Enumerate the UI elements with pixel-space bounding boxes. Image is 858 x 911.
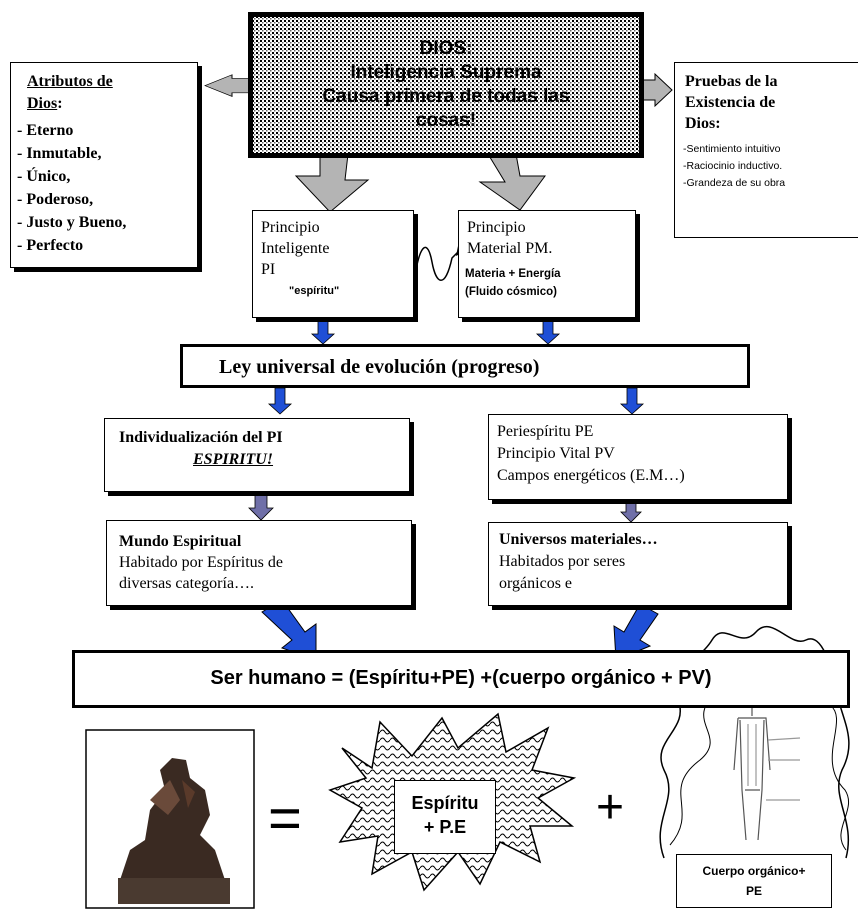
pm-line-1: Principio bbox=[467, 219, 526, 236]
peri-line-2: Principio Vital PV bbox=[497, 445, 615, 462]
pi-line-4: "espíritu" bbox=[289, 285, 340, 297]
attributes-title-1: Atributos de bbox=[27, 73, 113, 90]
attribute-item: - Único, bbox=[17, 168, 71, 185]
proof-item: -Raciocinio inductivo. bbox=[683, 160, 783, 172]
proofs-box: Pruebas de la Existencia de Dios: -Senti… bbox=[674, 62, 858, 238]
arrow-law-to-indiv bbox=[267, 387, 293, 415]
arrow-to-pm bbox=[478, 153, 546, 211]
material-line-2: Habitados por seres bbox=[499, 553, 626, 570]
proof-item: -Sentimiento intuitivo bbox=[683, 143, 781, 155]
god-line-1: Inteligencia Suprema bbox=[350, 62, 542, 83]
spiritual-line-1: Mundo Espiritual bbox=[119, 533, 242, 550]
perispirit-box: Periespíritu PE Principio Vital PV Campo… bbox=[488, 414, 788, 500]
material-line-1: Universos materiales… bbox=[499, 531, 658, 548]
individualization-box: Individualización del PI ESPIRITU! bbox=[104, 418, 410, 492]
equals-sign: = bbox=[268, 786, 302, 851]
peri-line-3: Campos energéticos (E.M…) bbox=[497, 467, 685, 484]
evolution-law-text: Ley universal de evolución (progreso) bbox=[219, 356, 540, 378]
attributes-list: - Eterno - Inmutable, - Único, - Poderos… bbox=[17, 119, 126, 257]
god-title: DIOS: bbox=[419, 38, 473, 59]
organic-body-text: Cuerpo orgánico+ bbox=[702, 864, 806, 878]
thinker-sculpture bbox=[85, 729, 255, 909]
material-line-3: orgánicos e bbox=[499, 575, 573, 592]
organic-body-pe: PE bbox=[745, 884, 762, 898]
pi-line-3: PI bbox=[261, 261, 276, 278]
proof-item: -Grandeza de su obra bbox=[683, 177, 786, 189]
attribute-item: - Justo y Bueno, bbox=[17, 214, 127, 231]
pm-line-4: (Fluido cósmico) bbox=[465, 286, 557, 298]
attributes-colon: : bbox=[57, 95, 63, 112]
arrow-peri-to-material bbox=[620, 499, 642, 523]
arrow-to-attributes bbox=[204, 74, 253, 97]
evolution-law-box: Ley universal de evolución (progreso) bbox=[180, 344, 750, 388]
god-box: DIOS: Inteligencia Suprema Causa primera… bbox=[248, 12, 644, 158]
attribute-item: - Eterno bbox=[17, 122, 74, 139]
spiritual-line-2: Habitado por Espíritus de bbox=[119, 554, 283, 571]
spirit-pe-box: Espíritu + P.E bbox=[394, 780, 496, 854]
human-body-figure bbox=[733, 688, 801, 841]
organic-body-box: Cuerpo orgánico+ PE bbox=[676, 854, 832, 908]
pi-line-2: Inteligente bbox=[261, 240, 330, 257]
attributes-title-2: Dios bbox=[27, 95, 58, 112]
arrow-pm-to-law bbox=[535, 317, 561, 345]
arrow-law-to-peri bbox=[619, 387, 645, 415]
plus-sign: + bbox=[596, 781, 625, 834]
pm-line-2: Material PM. bbox=[467, 240, 553, 257]
spiritual-world-box: Mundo Espiritual Habitado por Espíritus … bbox=[106, 520, 412, 606]
attribute-item: - Poderoso, bbox=[17, 191, 94, 208]
peri-line-1: Periespíritu PE bbox=[497, 423, 594, 440]
attributes-box: Atributos de Dios: - Eterno - Inmutable,… bbox=[10, 62, 198, 268]
pe-text: + P.E bbox=[423, 817, 467, 837]
arrow-pi-to-law bbox=[310, 317, 336, 345]
human-being-box: Ser humano = (Espíritu+PE) +(cuerpo orgá… bbox=[72, 650, 850, 708]
attribute-item: - Inmutable, bbox=[17, 145, 102, 162]
principle-intelligent-box: Principio Inteligente PI "espíritu" bbox=[252, 210, 414, 318]
attribute-item: - Perfecto bbox=[17, 237, 84, 254]
spirit-label: ESPIRITU! bbox=[193, 451, 274, 468]
material-universes-box: Universos materiales… Habitados por sere… bbox=[488, 522, 788, 606]
proofs-colon: : bbox=[715, 115, 721, 132]
proofs-title-2: Existencia de bbox=[685, 94, 776, 111]
wavy-connector bbox=[413, 246, 459, 283]
individualization-title: Individualización del PI bbox=[119, 429, 283, 446]
pi-line-1: Principio bbox=[261, 219, 320, 236]
pm-line-3: Materia + Energía bbox=[465, 268, 561, 280]
arrow-to-pi bbox=[294, 153, 370, 213]
arrow-to-proofs bbox=[639, 72, 673, 108]
spirit-text: Espíritu bbox=[411, 793, 479, 813]
proofs-list: -Sentimiento intuitivo -Raciocinio induc… bbox=[683, 141, 785, 192]
proofs-title-3: Dios bbox=[685, 115, 716, 132]
arrow-indiv-to-spiritual bbox=[248, 491, 274, 521]
principle-material-box: Principio Material PM. Materia + Energía… bbox=[458, 210, 636, 318]
god-line-2: Causa primera de todas las bbox=[322, 86, 570, 107]
proofs-title-1: Pruebas de la bbox=[685, 73, 778, 90]
spiritual-line-3: diversas categoría…. bbox=[119, 575, 255, 592]
human-being-text: Ser humano = (Espíritu+PE) +(cuerpo orgá… bbox=[210, 667, 712, 689]
god-line-3: cosas! bbox=[415, 110, 477, 131]
